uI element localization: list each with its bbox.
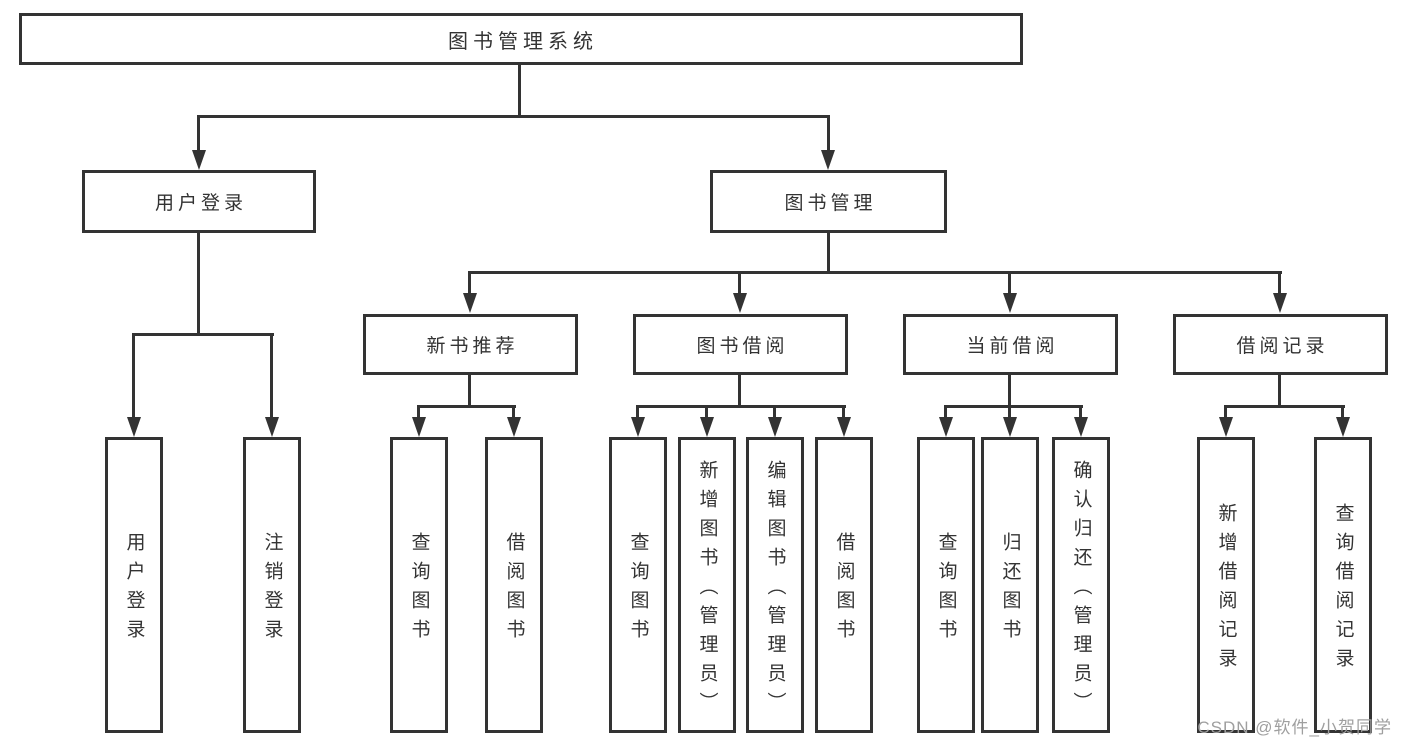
connector-line [738, 375, 741, 408]
connector-line [197, 115, 200, 152]
connector-line [1224, 405, 1227, 421]
leaf-label: 用户登录 [123, 532, 145, 648]
node-book-borrowing: 图书借阅 [633, 314, 848, 375]
leaf-borrowing-edit-books-admin: 编辑图书（管理员） [746, 437, 804, 733]
arrow-down-icon [265, 417, 279, 437]
leaf-recommend-borrow-books: 借阅图书 [485, 437, 543, 733]
connector-line [1341, 405, 1344, 421]
watermark: CSDN @软件_小贺同学 [1197, 718, 1392, 737]
connector-line [944, 405, 947, 421]
connector-line [1278, 375, 1281, 408]
leaf-label: 查询图书 [627, 532, 649, 648]
leaf-borrowing-borrow-books: 借阅图书 [815, 437, 873, 733]
connector-line [468, 375, 471, 408]
node-user-login: 用户登录 [82, 170, 316, 233]
arrow-down-icon [463, 293, 477, 313]
arrow-down-icon [768, 417, 782, 437]
arrow-down-icon [837, 417, 851, 437]
arrow-down-icon [1273, 293, 1287, 313]
leaf-label: 查询图书 [408, 532, 430, 648]
connector-line [417, 405, 516, 408]
node-new-book-recommendation: 新书推荐 [363, 314, 578, 375]
leaf-records-add-record: 新增借阅记录 [1197, 437, 1255, 733]
connector-line [705, 405, 708, 421]
connector-line [468, 271, 471, 297]
connector-line [1079, 405, 1082, 421]
node-borrowing-records: 借阅记录 [1173, 314, 1388, 375]
connector-line [518, 63, 521, 117]
arrow-down-icon [412, 417, 426, 437]
connector-line [738, 271, 741, 297]
arrow-down-icon [700, 417, 714, 437]
connector-line [827, 115, 830, 152]
connector-line [1224, 405, 1345, 408]
connector-line [197, 231, 200, 335]
arrow-down-icon [821, 150, 835, 170]
connector-line [636, 405, 846, 408]
arrow-down-icon [631, 417, 645, 437]
leaf-label: 借阅图书 [503, 532, 525, 648]
leaf-label: 查询借阅记录 [1332, 503, 1354, 677]
connector-line [944, 405, 1083, 408]
leaf-user-login: 用户登录 [105, 437, 163, 733]
connector-line [468, 271, 1282, 274]
leaf-label: 注销登录 [261, 532, 283, 648]
arrow-down-icon [192, 150, 206, 170]
leaf-label: 查询图书 [935, 532, 957, 648]
connector-line [842, 405, 845, 421]
connector-line [512, 405, 515, 421]
leaf-label: 借阅图书 [833, 532, 855, 648]
node-root: 图书管理系统 [19, 13, 1023, 65]
leaf-label: 确认归还（管理员） [1070, 459, 1092, 721]
leaf-current-return-books: 归还图书 [981, 437, 1039, 733]
connector-line [197, 115, 830, 118]
node-book-management: 图书管理 [710, 170, 947, 233]
leaf-recommend-query-books: 查询图书 [390, 437, 448, 733]
arrow-down-icon [1003, 293, 1017, 313]
leaf-current-query-books: 查询图书 [917, 437, 975, 733]
arrow-down-icon [507, 417, 521, 437]
arrow-down-icon [1219, 417, 1233, 437]
node-user-login-label: 用户登录 [154, 193, 247, 214]
leaf-label: 新增借阅记录 [1215, 503, 1237, 677]
connector-line [132, 333, 135, 421]
connector-line [1008, 375, 1011, 408]
node-current-borrowing-label: 当前借阅 [966, 336, 1059, 357]
leaf-label: 新增图书（管理员） [696, 459, 718, 721]
connector-line [132, 333, 274, 336]
arrow-down-icon [1074, 417, 1088, 437]
node-current-borrowing: 当前借阅 [903, 314, 1118, 375]
arrow-down-icon [1003, 417, 1017, 437]
leaf-current-confirm-return-admin: 确认归还（管理员） [1052, 437, 1110, 733]
arrow-down-icon [939, 417, 953, 437]
leaf-borrowing-add-books-admin: 新增图书（管理员） [678, 437, 736, 733]
connector-line [827, 231, 830, 274]
arrow-down-icon [733, 293, 747, 313]
connector-line [773, 405, 776, 421]
leaf-records-query-record: 查询借阅记录 [1314, 437, 1372, 733]
node-borrowing-records-label: 借阅记录 [1236, 336, 1329, 357]
node-book-borrowing-label: 图书借阅 [696, 336, 789, 357]
arrow-down-icon [1336, 417, 1350, 437]
connector-line [417, 405, 420, 421]
node-new-book-recommendation-label: 新书推荐 [426, 336, 519, 357]
connector-line [636, 405, 639, 421]
connector-line [1278, 271, 1281, 297]
connector-line [270, 333, 273, 421]
arrow-down-icon [127, 417, 141, 437]
leaf-label: 归还图书 [999, 532, 1021, 648]
node-root-label: 图书管理系统 [448, 30, 598, 53]
leaf-borrowing-query-books: 查询图书 [609, 437, 667, 733]
connector-line [1008, 271, 1011, 297]
leaf-label: 编辑图书（管理员） [764, 459, 786, 721]
node-book-management-label: 图书管理 [784, 193, 877, 214]
connector-line [1008, 405, 1011, 421]
leaf-logout: 注销登录 [243, 437, 301, 733]
